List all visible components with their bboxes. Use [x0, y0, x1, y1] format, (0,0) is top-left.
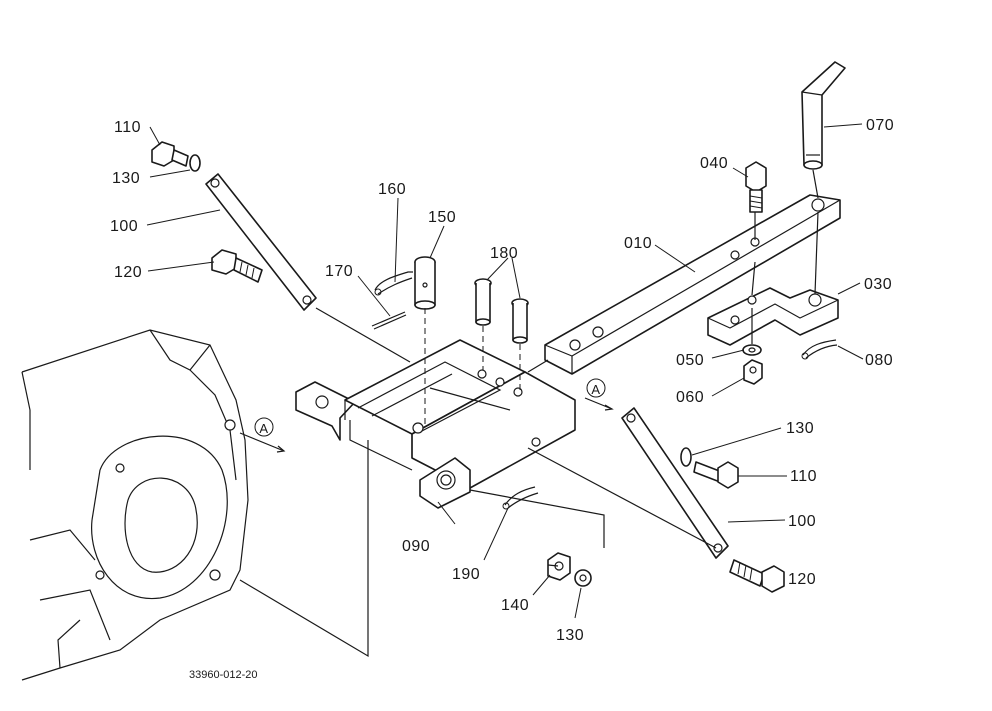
label-100-right: 100: [788, 513, 816, 530]
washer-050: [742, 344, 762, 356]
view-marker-left: A: [239, 417, 286, 453]
label-070: 070: [866, 117, 894, 134]
washer-130-left: [189, 154, 201, 172]
bolt-120-left: [211, 249, 263, 283]
label-140: 140: [501, 597, 529, 614]
label-130-bottom: 130: [556, 627, 584, 644]
assembly-lines: [239, 169, 819, 658]
label-040: 040: [700, 155, 728, 172]
label-080: 080: [865, 352, 893, 369]
drawbar-010: [544, 194, 841, 375]
leader-lines: [146, 123, 864, 619]
label-050: 050: [676, 352, 704, 369]
clip-080: [801, 339, 838, 360]
washer-130-right: [680, 447, 692, 467]
label-180: 180: [490, 245, 518, 262]
view-marker-right: A: [584, 378, 614, 411]
svg-text:A: A: [259, 421, 268, 436]
nut-140: [547, 552, 571, 581]
label-100-left: 100: [110, 218, 138, 235]
label-010: 010: [624, 235, 652, 252]
link-100-left: [205, 173, 317, 311]
label-110-left: 110: [114, 119, 141, 136]
pin-150: [414, 256, 436, 310]
washer-130-bottom: [574, 569, 592, 587]
label-110-right: 110: [790, 468, 817, 485]
label-170: 170: [325, 263, 353, 280]
bolt-110-right: [693, 461, 739, 489]
label-060: 060: [676, 389, 704, 406]
bolt-040: [745, 161, 767, 213]
pin-180-b: [511, 298, 529, 344]
support-bracket-030: [707, 287, 839, 346]
label-130-right: 130: [786, 420, 814, 437]
label-120-left: 120: [114, 264, 142, 281]
clip-190: [502, 486, 539, 510]
hitch-frame: [295, 339, 576, 509]
label-190: 190: [452, 566, 480, 583]
link-100-right: [621, 407, 729, 559]
nut-060: [743, 359, 763, 385]
label-090: 090: [402, 538, 430, 555]
cotter-170: [371, 311, 407, 330]
pin-070: [801, 61, 846, 170]
label-160: 160: [378, 181, 406, 198]
label-030: 030: [864, 276, 892, 293]
clip-160: [374, 271, 413, 296]
label-120-right: 120: [788, 571, 816, 588]
transmission-housing: [21, 329, 249, 681]
bolt-110-left: [151, 141, 189, 167]
drawing-number: 33960-012-20: [189, 669, 258, 681]
part-labels: 110 130 100 120 160 150 170 180 010 040 …: [110, 117, 894, 681]
bolt-120-right: [729, 559, 785, 593]
label-150: 150: [428, 209, 456, 226]
svg-text:A: A: [591, 382, 600, 397]
label-130-left: 130: [112, 170, 140, 187]
pin-180-a: [474, 278, 492, 326]
